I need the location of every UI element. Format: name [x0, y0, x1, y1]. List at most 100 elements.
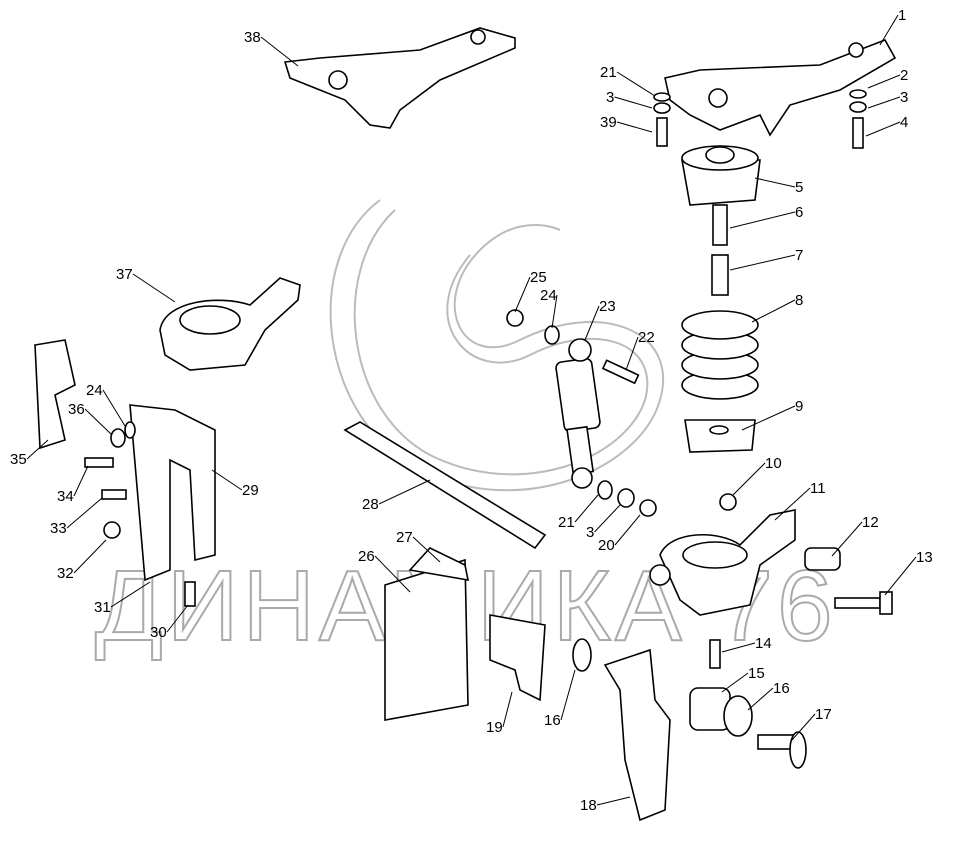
callout-label: 22	[638, 329, 655, 346]
callout-label: 2	[900, 67, 908, 84]
callout-label: 8	[795, 292, 803, 309]
callout-label: 24	[540, 287, 557, 304]
bolt-30	[184, 581, 196, 607]
bolt-22	[601, 359, 640, 385]
leader-line	[66, 497, 103, 529]
leader-line	[73, 465, 89, 497]
callout-label: 35	[10, 451, 27, 468]
sleeve-7	[711, 254, 729, 296]
leader-line	[729, 254, 796, 271]
callout-label: 11	[810, 480, 826, 497]
leader-line	[879, 14, 899, 46]
shock-absorber-23	[555, 338, 601, 489]
leader-line	[584, 305, 600, 341]
leader-line	[831, 521, 863, 557]
link-18	[603, 648, 671, 822]
callout-label: 21	[600, 64, 617, 81]
bolt-34	[84, 457, 114, 468]
nut	[470, 29, 486, 45]
leader-line	[732, 462, 766, 496]
washer-24b	[544, 325, 560, 345]
callout-label: 1	[898, 7, 906, 24]
bracket-27	[408, 547, 470, 581]
callout-label: 39	[600, 114, 617, 131]
leader-line	[84, 408, 113, 436]
callout-label: 33	[50, 520, 67, 537]
washer-24	[124, 421, 136, 439]
leader-line	[502, 691, 513, 728]
leader-line	[774, 487, 811, 521]
washer	[653, 92, 671, 102]
callout-label: 4	[900, 114, 908, 131]
callout-label: 9	[795, 398, 803, 415]
callout-label: 14	[755, 635, 772, 652]
callout-label: 28	[362, 496, 379, 513]
leader-line	[721, 642, 756, 653]
leader-line	[791, 713, 816, 741]
callout-label: 34	[57, 488, 74, 505]
leader-line	[614, 96, 653, 109]
shaft-28	[343, 421, 547, 550]
washer	[849, 89, 867, 99]
callout-label: 19	[486, 719, 503, 736]
watermark-logo	[329, 199, 665, 492]
callout-label: 20	[598, 537, 615, 554]
leader-line	[132, 273, 176, 303]
bolt-39	[656, 117, 668, 147]
leader-line	[625, 336, 639, 371]
leader-line	[412, 536, 441, 563]
leader-line	[596, 796, 631, 806]
leader-line	[73, 539, 107, 574]
callout-label: 31	[94, 599, 111, 616]
spring-8	[681, 310, 759, 400]
stud-6	[712, 204, 728, 246]
leader-line	[614, 514, 641, 546]
washer-21	[597, 480, 613, 500]
callout-label: 15	[748, 665, 765, 682]
cushion-hole	[705, 146, 735, 164]
nut-32	[103, 521, 121, 539]
callout-label: 30	[150, 624, 167, 641]
leader-line	[374, 555, 411, 593]
callout-label: 7	[795, 247, 803, 264]
nut-20	[639, 499, 657, 517]
bolt-33	[101, 489, 127, 500]
callout-label: 38	[244, 29, 261, 46]
leader-line	[616, 121, 653, 133]
callout-label: 3	[586, 524, 594, 541]
leader-line	[751, 299, 796, 323]
arm-eye	[649, 564, 671, 586]
bolt-13	[834, 597, 881, 609]
washer-16b	[572, 638, 592, 672]
leader-line	[594, 504, 621, 533]
pin-17-head	[789, 731, 807, 769]
callout-label: 37	[116, 266, 133, 283]
leader-line	[260, 36, 299, 67]
arm-bore	[682, 541, 748, 569]
leader-line	[865, 121, 901, 137]
callout-label: 23	[599, 298, 616, 315]
callout-label: 29	[242, 482, 259, 499]
callout-label: 6	[795, 204, 803, 221]
callout-label: 18	[580, 797, 597, 814]
leader-line	[514, 276, 531, 313]
bracket-35	[34, 339, 76, 450]
washer	[653, 102, 671, 114]
bushing-12	[804, 547, 841, 571]
callout-label: 17	[815, 706, 832, 723]
bracket-26	[384, 558, 469, 721]
nut	[328, 70, 348, 90]
nut	[848, 42, 864, 58]
leader-line	[616, 71, 656, 97]
leader-line	[747, 687, 774, 711]
nut-10	[719, 493, 737, 511]
bracket-29	[129, 404, 216, 582]
washer-36	[110, 428, 126, 448]
bushing-15	[689, 687, 731, 731]
pad-9	[684, 419, 756, 453]
leader-line	[378, 479, 431, 505]
callout-label: 21	[558, 514, 575, 531]
